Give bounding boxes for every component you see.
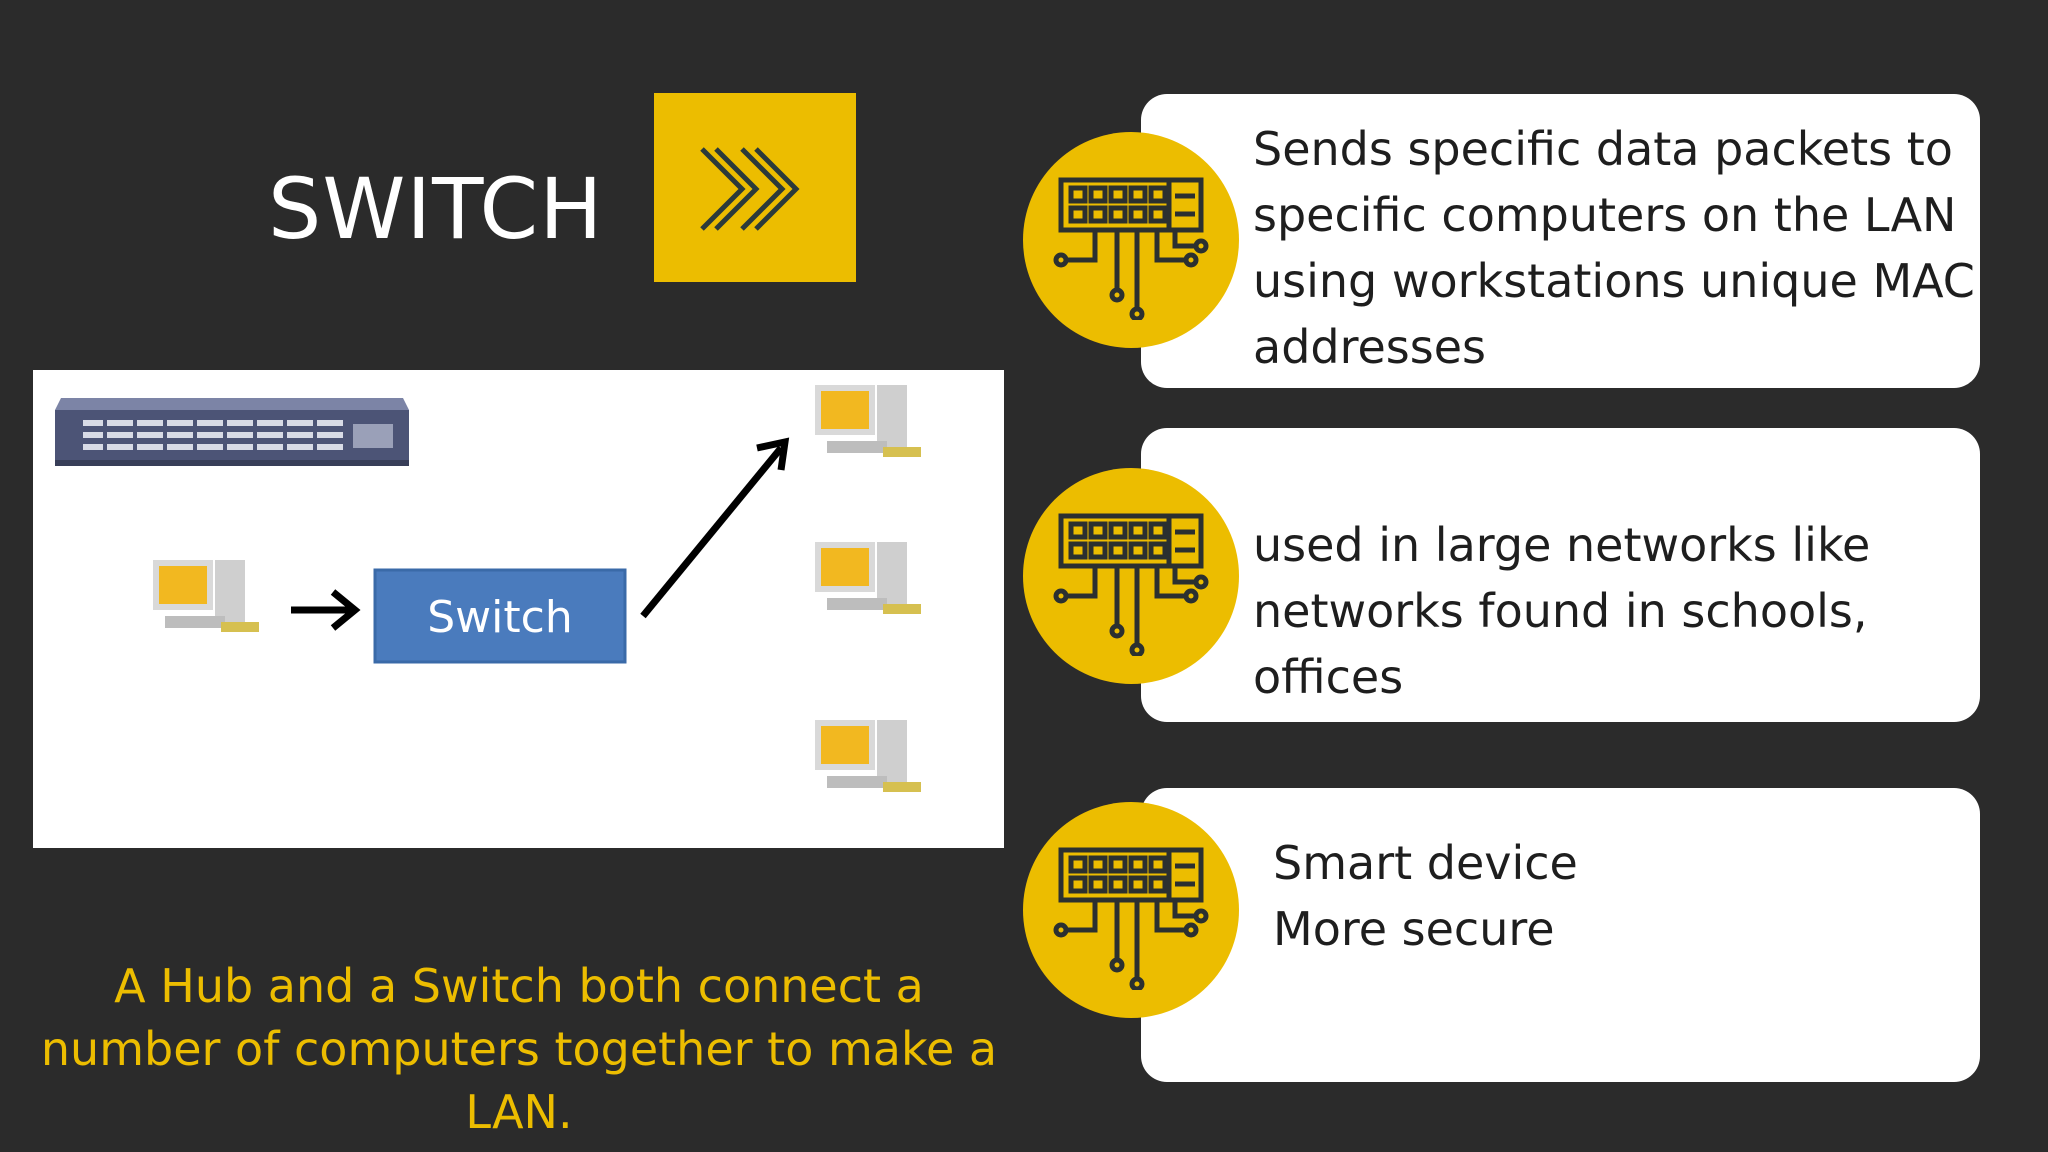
arrow-icon: [291, 589, 361, 631]
page-title: SWITCH: [268, 160, 604, 258]
feature-card: used in large networks like networks fou…: [1141, 428, 1980, 722]
network-switch-icon: [1023, 802, 1239, 1018]
computer-icon: [815, 385, 921, 457]
computer-icon: [153, 560, 259, 632]
feature-card: Smart device More secure: [1141, 788, 1980, 1082]
feature-text: used in large networks like networks fou…: [1253, 518, 1871, 704]
switch-diagram: Switch: [33, 370, 1004, 848]
feature-text: Smart device More secure: [1273, 836, 1578, 956]
switch-label: Switch: [427, 592, 572, 643]
computer-icon: [815, 542, 921, 614]
network-switch-icon: [1023, 132, 1239, 348]
network-switch-device: [55, 398, 409, 466]
feature-text: Sends specific data packets to specific …: [1253, 122, 1975, 374]
feature-card: Sends specific data packets to specific …: [1141, 94, 1980, 388]
double-chevron-right-icon: [654, 93, 856, 282]
network-switch-icon: [1023, 468, 1239, 684]
arrow-icon: [640, 437, 790, 619]
computer-icon: [815, 720, 921, 792]
caption-text: A Hub and a Switch both connect a number…: [40, 959, 998, 1139]
